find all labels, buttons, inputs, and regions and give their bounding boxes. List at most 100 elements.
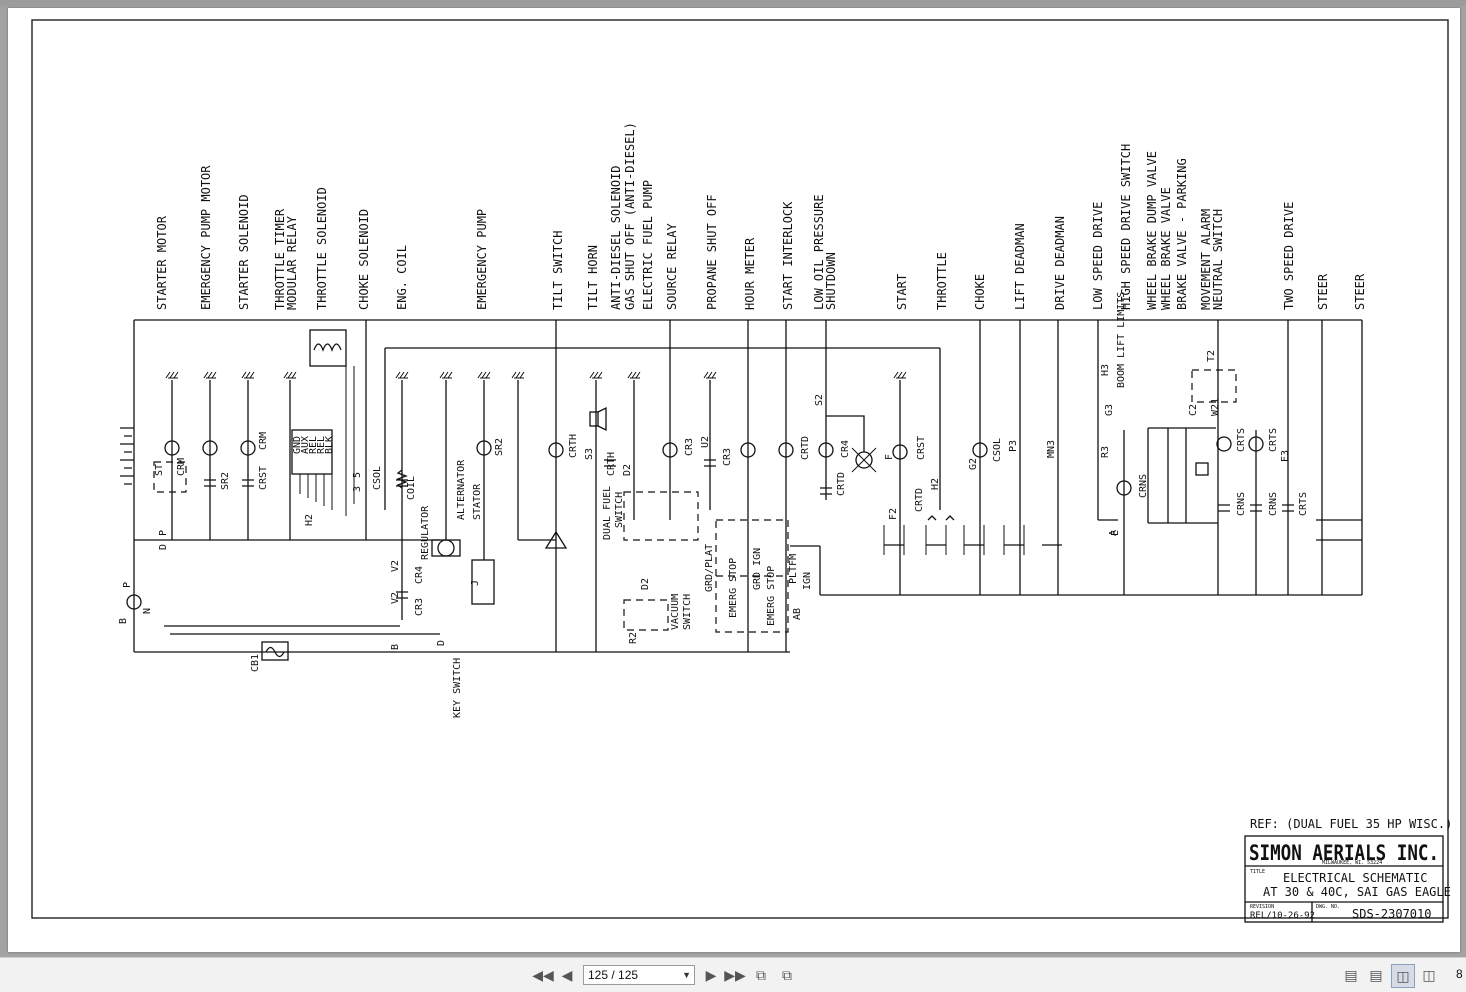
component-label: CRST [258,466,269,490]
component-label: CSOL [992,438,1003,462]
component-label: CRTS [1298,492,1309,516]
component-label: H2 [304,514,315,526]
component-label: CR4 [414,566,425,584]
component-label: DUAL FUEL [602,486,613,540]
electrical-schematic: STARTER MOTOR EMERGENCY PUMP MOTOR STARTER… [31,19,1452,923]
function-labels: STARTER MOTOR EMERGENCY PUMP MOTOR STARTER… [155,122,1367,310]
chevron-down-icon: ▼ [682,970,691,980]
first-page-icon[interactable]: ◀◀ [532,966,554,983]
component-label: 5 [352,472,363,478]
component-label: CR4 [840,440,851,458]
dwg-no-caption: DWG. NO. [1316,904,1340,910]
component-label: CRTS [1268,428,1279,452]
single-page-icon[interactable]: ▤ [1344,966,1358,983]
component-label: EMERG STOP [728,558,739,618]
component-label: C2 [1188,404,1199,416]
component-label: CR3 [414,598,425,616]
component-label: S3 [584,448,595,460]
component-label: PLTFM [788,554,799,584]
component-label: R2 [628,632,639,644]
component-label: MN3 [1046,440,1057,458]
go-forward-icon[interactable]: ⧉ [782,966,792,983]
page-number-select[interactable]: 125 / 125 ▼ [583,965,695,985]
component-label: CRTD [800,436,811,460]
component-label: CB1 [250,654,261,672]
page-number-value: 125 / 125 [588,968,639,982]
component-label: STATOR [472,483,483,520]
component-label: G3 [1104,404,1115,416]
title-caption: TITLE [1250,869,1265,875]
component-label: CRM [258,432,269,450]
component-label: J [470,580,481,586]
function-label: CHOKE [973,274,987,310]
viewer-top-edge [0,0,1466,6]
function-label: TILT SWITCH [551,231,565,310]
component-label: ST [154,464,165,476]
drawing-title-line2: AT 30 & 40C, SAI GAS EAGLE [1263,885,1451,899]
function-label: WHEEL BRAKE DUMP VALVE [1145,151,1159,310]
component-label: P [122,582,133,588]
component-label: AB [792,608,803,620]
two-page-continuous-icon[interactable]: ◫ [1422,966,1436,983]
previous-page-icon[interactable]: ◀ [561,966,573,983]
component-label: COIL [406,476,417,500]
component-label: CRTS [1236,428,1247,452]
component-label: CRNS [1236,492,1247,516]
function-label: EMERGENCY PUMP MOTOR [199,165,213,310]
component-label: A [1108,530,1119,536]
revision-caption: REVISION [1250,904,1274,910]
function-label: STARTER MOTOR [155,215,169,310]
component-label: R3 [1100,446,1111,458]
zoom-value: 8 [1456,967,1463,981]
component-label: CRTH [568,434,579,458]
function-label: THROTTLE [935,252,949,310]
last-page-icon[interactable]: ▶▶ [724,966,746,983]
relay-pin: REL [316,436,327,454]
component-label: D2 [622,464,633,476]
function-label: THROTTLE TIMER [273,208,287,310]
component-label: CRNS [1138,474,1149,498]
component-label: SWITCH [614,492,625,528]
component-label: N [142,608,153,614]
company-logo: SIMON AERIALS INC. [1249,841,1439,865]
component-label: P [158,530,169,536]
function-label: PROPANE SHUT OFF [705,194,719,310]
function-label: SHUTDOWN [824,252,838,310]
component-label: CRTH [606,452,617,476]
function-label: GAS SHUT OFF (ANTI-DIESEL) [623,122,637,310]
component-label: SR2 [494,438,505,456]
component-label: D [158,544,169,550]
function-label: START [895,274,909,310]
next-page-icon[interactable]: ▶ [705,966,717,983]
company-address: MILWAUKEE, WI. 53224 [1322,860,1382,866]
component-label: CR3 [684,438,695,456]
function-label: LOW OIL PRESSURE [812,194,826,310]
component-label: 3 [352,486,363,492]
component-label: CRM [176,458,187,476]
function-label: WHEEL BRAKE VALVE [1159,187,1173,310]
component-label: D [436,640,447,646]
relay-pin: REL [308,436,319,454]
component-label: SR2 [220,472,231,490]
function-label: BRAKE VALVE - PARKING [1175,158,1189,310]
component-label: CR3 [722,448,733,466]
function-label: TILT HORN [586,245,600,310]
pdf-page: STARTER MOTOR EMERGENCY PUMP MOTOR STARTER… [8,8,1460,952]
function-label: HOUR METER [743,237,757,310]
component-label: U2 [700,436,711,448]
component-label: KEY SWITCH [452,658,463,718]
component-label: H3 [1100,364,1111,376]
function-label: STARTER SOLENOID [237,194,251,310]
component-label: IGN [802,572,813,590]
continuous-page-icon[interactable]: ▤ [1369,966,1383,983]
function-label: STEER [1353,273,1367,310]
drawing-number: SDS-2307010 [1352,907,1431,921]
title-block: REF: (DUAL FUEL 35 HP WISC.) SIMON AERIA… [1244,817,1452,923]
go-back-icon[interactable]: ⧉ [756,966,766,983]
component-label: ALTERNATOR [456,459,467,520]
two-page-icon[interactable]: ◫ [1391,964,1415,988]
component-label: BOOM LIFT LIMITS [1116,292,1127,388]
function-label: CHOKE SOLENOID [357,209,371,310]
function-label: DRIVE DEADMAN [1053,216,1067,310]
